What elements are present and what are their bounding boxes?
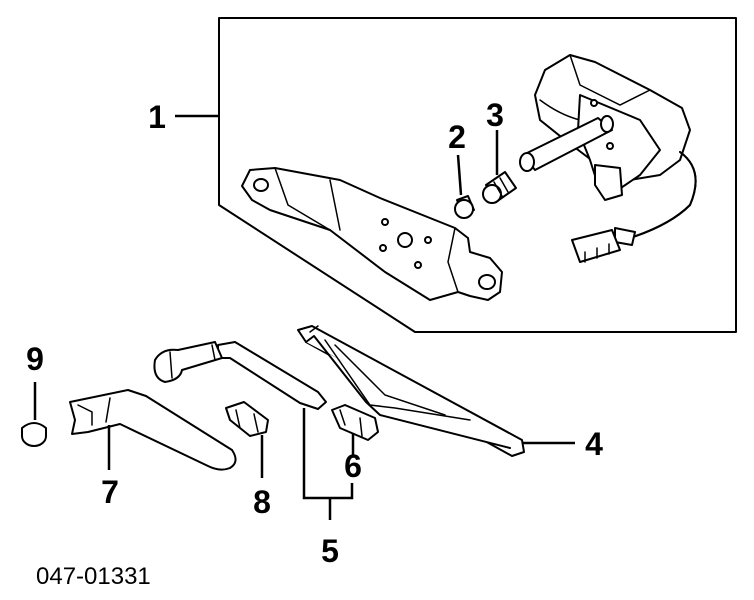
part-2-cap — [454, 195, 475, 219]
part-7-blade-arm — [69, 389, 237, 471]
callout-7: 7 — [101, 474, 119, 510]
callout-6: 6 — [344, 448, 362, 484]
callout-5: 5 — [321, 533, 339, 569]
part-4-wiper-arm — [297, 325, 525, 457]
callout-3: 3 — [486, 97, 504, 133]
wiper-motor — [519, 54, 697, 263]
callout-2: 2 — [448, 119, 466, 155]
part-6-clip — [331, 404, 379, 441]
motor-bracket-plate — [241, 167, 503, 301]
callout-4: 4 — [585, 426, 603, 462]
callout-9: 9 — [26, 341, 44, 377]
part-3-bushing — [482, 171, 517, 204]
part-8-clip-bracket — [225, 401, 269, 437]
part-9-grommet — [21, 422, 47, 447]
diagram-code: 047-01331 — [36, 563, 151, 590]
assembly-1-outline — [218, 17, 737, 333]
callout-8: 8 — [253, 484, 271, 520]
leader-lines — [33, 114, 575, 520]
part-5-link-arm — [153, 341, 327, 410]
callout-1: 1 — [148, 99, 166, 135]
